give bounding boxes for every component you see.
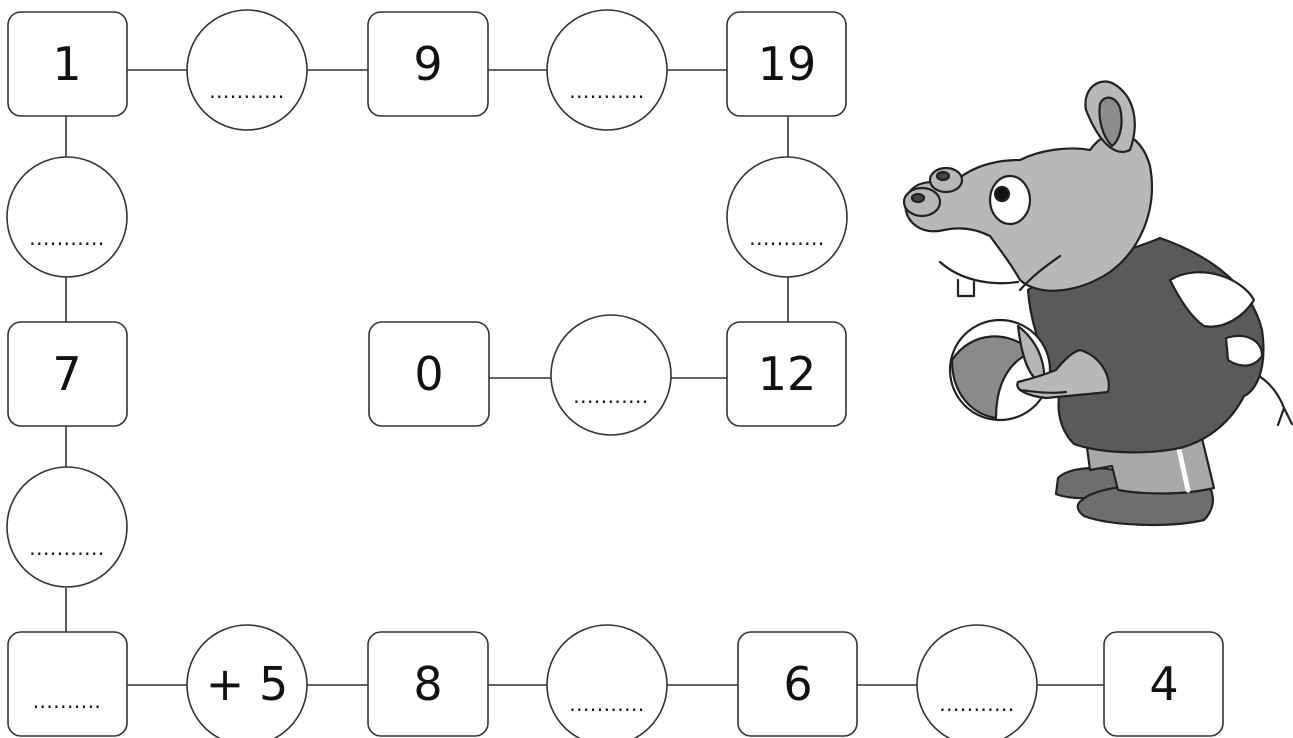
answer-box[interactable]: .......... bbox=[7, 631, 128, 737]
box-value: 4 bbox=[1149, 657, 1178, 711]
box-12: 12 bbox=[726, 321, 847, 427]
box-4: 4 bbox=[1103, 631, 1224, 737]
box-1: 1 bbox=[7, 11, 128, 117]
operation-circle: + 5 bbox=[186, 624, 308, 738]
box-8: 8 bbox=[367, 631, 489, 737]
answer-blank: ........... bbox=[749, 226, 824, 250]
box-value: 7 bbox=[52, 347, 81, 401]
answer-blank: ........... bbox=[209, 79, 284, 103]
box-value: 12 bbox=[758, 347, 817, 401]
box-value: 9 bbox=[413, 37, 442, 91]
box-9: 9 bbox=[367, 11, 489, 117]
operation-label: + 5 bbox=[206, 657, 288, 711]
eye bbox=[988, 174, 1032, 226]
box-value: 0 bbox=[414, 347, 443, 401]
answer-blank: ........... bbox=[569, 79, 644, 103]
answer-blank: ........... bbox=[29, 226, 104, 250]
finger-line bbox=[1018, 388, 1068, 394]
box-value: 8 bbox=[413, 657, 442, 711]
answer-circle[interactable]: ........... bbox=[186, 9, 308, 131]
inner-ear bbox=[1098, 96, 1123, 148]
nostril bbox=[910, 192, 926, 204]
tooth bbox=[956, 278, 976, 298]
answer-circle[interactable]: ........... bbox=[550, 314, 672, 436]
box-19: 19 bbox=[726, 11, 847, 117]
answer-blank: ........... bbox=[939, 692, 1014, 716]
box-7: 7 bbox=[7, 321, 128, 427]
connectors bbox=[65, 69, 1104, 686]
answer-blank: ........... bbox=[569, 692, 644, 716]
answer-circle[interactable]: ........... bbox=[6, 156, 128, 278]
shirt-patch bbox=[1168, 271, 1256, 328]
answer-circle[interactable]: ........... bbox=[726, 156, 848, 278]
box-6: 6 bbox=[737, 631, 858, 737]
ball-panel bbox=[950, 335, 1034, 420]
answer-circle[interactable]: ........... bbox=[6, 466, 128, 588]
box-0: 0 bbox=[368, 321, 490, 427]
pupil bbox=[993, 185, 1011, 203]
jaw-line bbox=[938, 260, 1020, 285]
box-value: 19 bbox=[758, 37, 817, 91]
answer-blank: .......... bbox=[33, 689, 102, 713]
answer-circle[interactable]: ........... bbox=[546, 9, 668, 131]
hand bbox=[1016, 348, 1110, 400]
answer-blank: ........... bbox=[573, 384, 648, 408]
nostril bbox=[935, 170, 951, 182]
answer-blank: ........... bbox=[29, 536, 104, 560]
mouth bbox=[1018, 254, 1062, 292]
answer-circle[interactable]: ........... bbox=[916, 624, 1038, 738]
box-value: 6 bbox=[783, 657, 812, 711]
answer-circle[interactable]: ........... bbox=[546, 624, 668, 738]
hippo-head bbox=[904, 132, 1153, 292]
hippo-illustration bbox=[902, 80, 1293, 527]
shirt-patch bbox=[1224, 334, 1264, 367]
box-value: 1 bbox=[52, 37, 81, 91]
